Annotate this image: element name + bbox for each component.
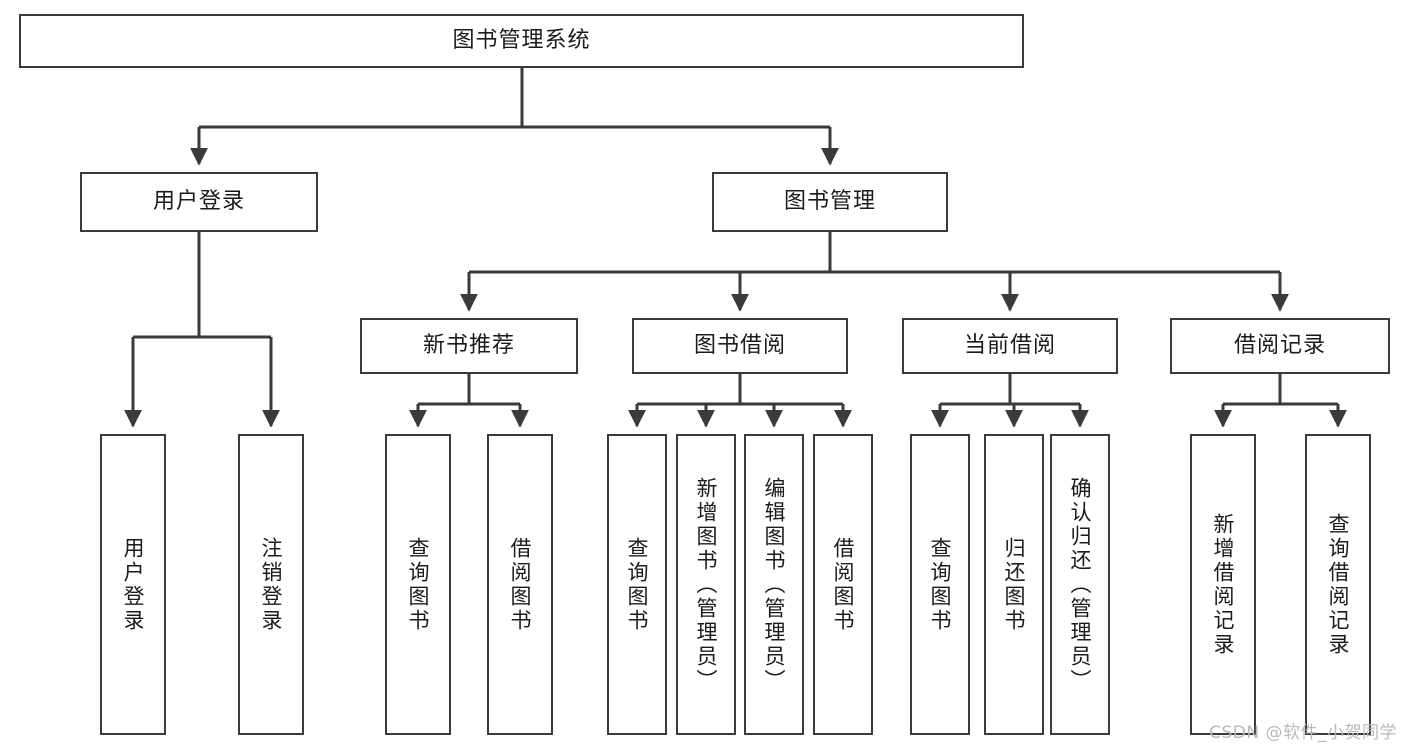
- node-leaf-add-record-label: 新增借阅记录: [1211, 512, 1236, 657]
- node-leaf-add-record[interactable]: 新增借阅记录: [1190, 434, 1256, 735]
- node-root[interactable]: 图书管理系统: [19, 14, 1024, 68]
- node-leaf-query-book-2[interactable]: 查询图书: [607, 434, 667, 735]
- node-leaf-edit-book-label: 编辑图书（管理员）: [762, 476, 787, 693]
- node-leaf-query-book-2-label: 查询图书: [625, 536, 650, 633]
- node-current-borrow[interactable]: 当前借阅: [902, 318, 1118, 374]
- node-book-borrow-label: 图书借阅: [693, 332, 786, 358]
- node-leaf-query-record-label: 查询借阅记录: [1326, 512, 1351, 657]
- node-new-book-recommend-label: 新书推荐: [422, 332, 515, 358]
- node-leaf-return-book-label: 归还图书: [1002, 536, 1027, 633]
- node-leaf-borrow-book-2[interactable]: 借阅图书: [813, 434, 873, 735]
- node-leaf-query-book-3-label: 查询图书: [928, 536, 953, 633]
- node-book-borrow[interactable]: 图书借阅: [632, 318, 848, 374]
- node-leaf-query-book-3[interactable]: 查询图书: [910, 434, 970, 735]
- node-leaf-borrow-book-1[interactable]: 借阅图书: [487, 434, 553, 735]
- node-leaf-edit-book[interactable]: 编辑图书（管理员）: [744, 434, 804, 735]
- node-leaf-borrow-book-1-label: 借阅图书: [508, 536, 533, 633]
- node-leaf-logout[interactable]: 注销登录: [238, 434, 304, 735]
- node-leaf-add-book[interactable]: 新增图书（管理员）: [676, 434, 736, 735]
- node-user-login[interactable]: 用户登录: [80, 172, 318, 232]
- node-leaf-confirm-return-label: 确认归还（管理员）: [1068, 476, 1093, 693]
- node-leaf-query-book-1[interactable]: 查询图书: [385, 434, 451, 735]
- node-leaf-borrow-book-2-label: 借阅图书: [831, 536, 856, 633]
- node-user-login-label: 用户登录: [152, 188, 245, 214]
- node-current-borrow-label: 当前借阅: [963, 332, 1056, 358]
- node-borrow-record[interactable]: 借阅记录: [1170, 318, 1390, 374]
- node-leaf-return-book[interactable]: 归还图书: [984, 434, 1044, 735]
- node-borrow-record-label: 借阅记录: [1233, 332, 1326, 358]
- node-leaf-user-login[interactable]: 用户登录: [100, 434, 166, 735]
- node-leaf-confirm-return[interactable]: 确认归还（管理员）: [1050, 434, 1110, 735]
- node-leaf-query-book-1-label: 查询图书: [406, 536, 431, 633]
- node-leaf-add-book-label: 新增图书（管理员）: [694, 476, 719, 693]
- watermark-text: CSDN @软件_小贺同学: [1209, 723, 1397, 743]
- node-root-label: 图书管理系统: [452, 27, 591, 53]
- node-new-book-recommend[interactable]: 新书推荐: [360, 318, 578, 374]
- node-book-manage[interactable]: 图书管理: [712, 172, 948, 232]
- node-book-manage-label: 图书管理: [783, 188, 876, 214]
- node-leaf-query-record[interactable]: 查询借阅记录: [1305, 434, 1371, 735]
- node-leaf-user-login-label: 用户登录: [121, 536, 146, 633]
- node-leaf-logout-label: 注销登录: [259, 536, 284, 633]
